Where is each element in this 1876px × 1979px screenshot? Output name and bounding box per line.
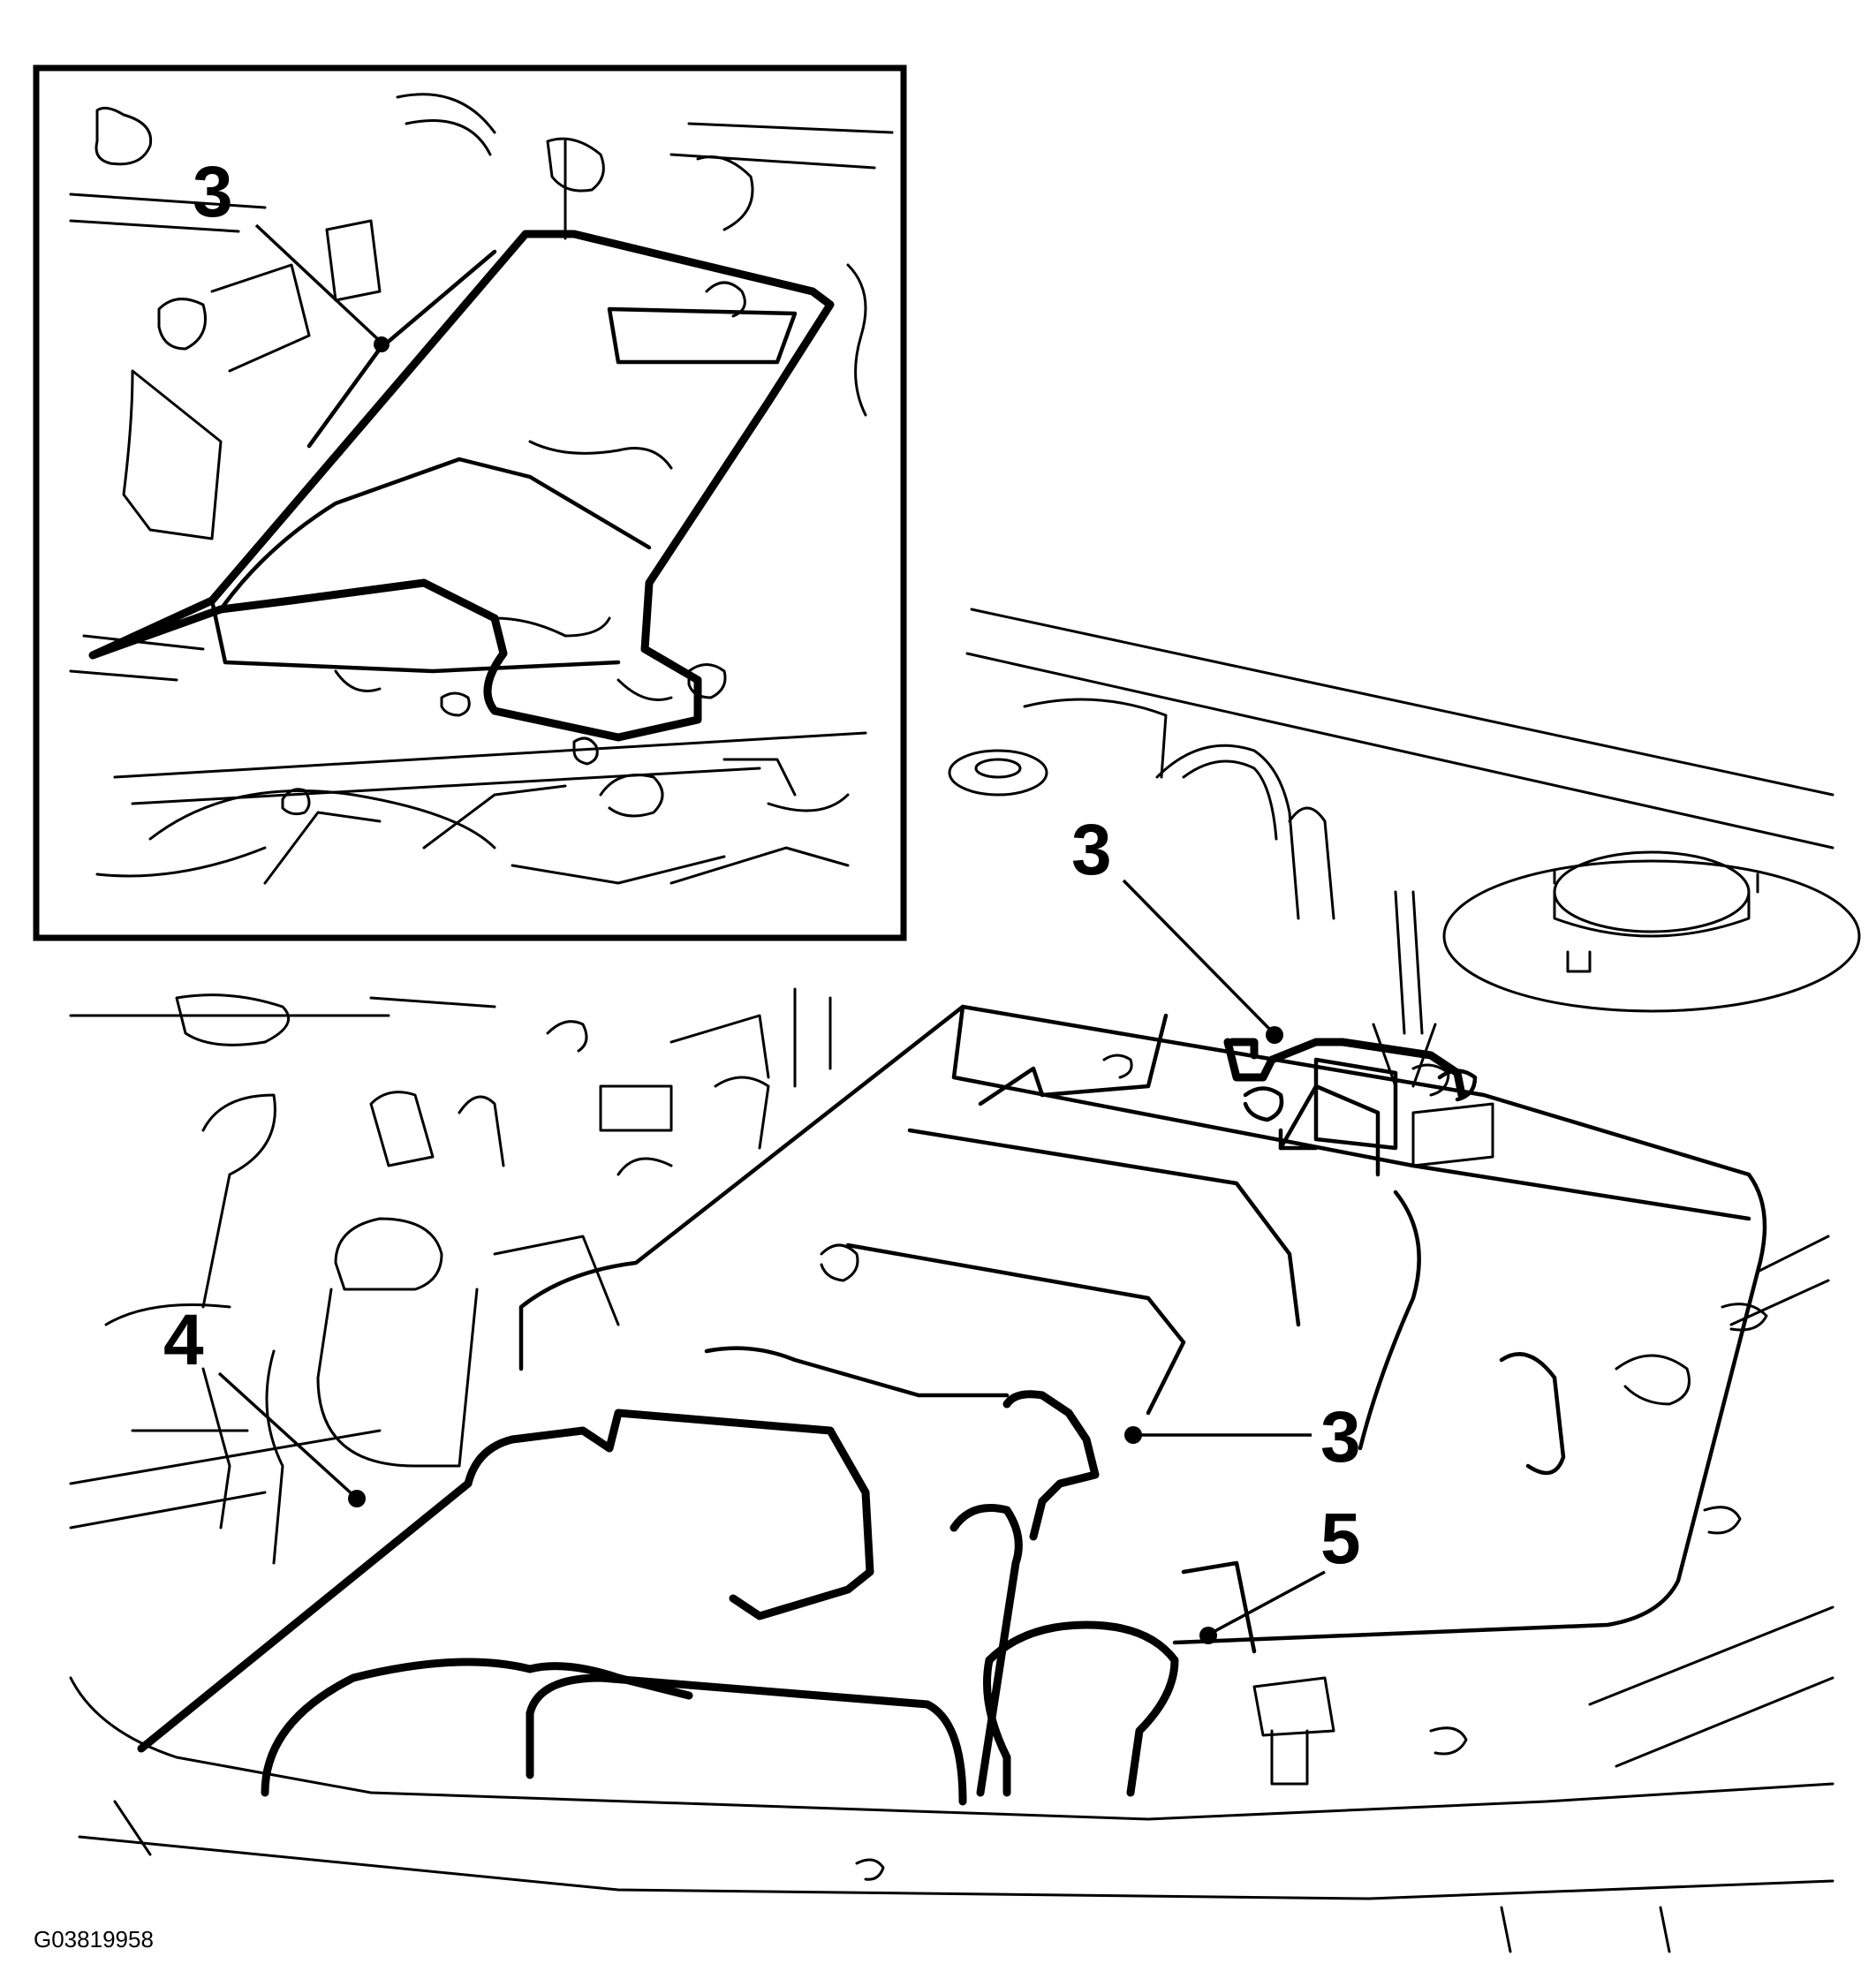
callout-5-dot bbox=[1199, 1627, 1217, 1644]
inset-callout-3-leader bbox=[254, 223, 383, 344]
callout-3-lower-dot bbox=[1124, 1426, 1142, 1444]
callout-3-lower-label: 3 bbox=[1320, 1397, 1361, 1477]
inset-engine-cover bbox=[88, 230, 835, 742]
main-bold-components bbox=[137, 1038, 1478, 1806]
detail-inset: 3 bbox=[33, 64, 907, 941]
callout-5-leader bbox=[1209, 1570, 1326, 1635]
callout-5: 5 bbox=[1199, 1499, 1361, 1644]
callout-3-upper: 3 bbox=[1071, 810, 1283, 1044]
main-engine-bay-art bbox=[69, 608, 1861, 1953]
main-engine-cover bbox=[518, 1004, 1767, 1654]
inset-frame bbox=[33, 64, 907, 941]
callout-4-leader bbox=[217, 1371, 357, 1499]
callout-3-upper-leader bbox=[1122, 879, 1275, 1035]
callout-4: 4 bbox=[163, 1300, 366, 1507]
figure-id: G03819958 bbox=[34, 1926, 154, 1953]
inset-callout-3-dot bbox=[374, 336, 390, 352]
callout-3-upper-dot bbox=[1266, 1026, 1283, 1044]
inset-callout-3-label: 3 bbox=[193, 152, 233, 232]
callout-5-label: 5 bbox=[1320, 1499, 1361, 1579]
callout-3-lower: 3 bbox=[1124, 1397, 1361, 1477]
inset-callout-3: 3 bbox=[193, 152, 390, 352]
callout-3-upper-label: 3 bbox=[1071, 810, 1112, 890]
callout-4-label: 4 bbox=[163, 1300, 204, 1380]
callout-4-dot bbox=[348, 1490, 366, 1507]
main-view: 3 3 4 5 bbox=[69, 608, 1861, 1953]
inset-engine-bay-art bbox=[69, 93, 894, 885]
